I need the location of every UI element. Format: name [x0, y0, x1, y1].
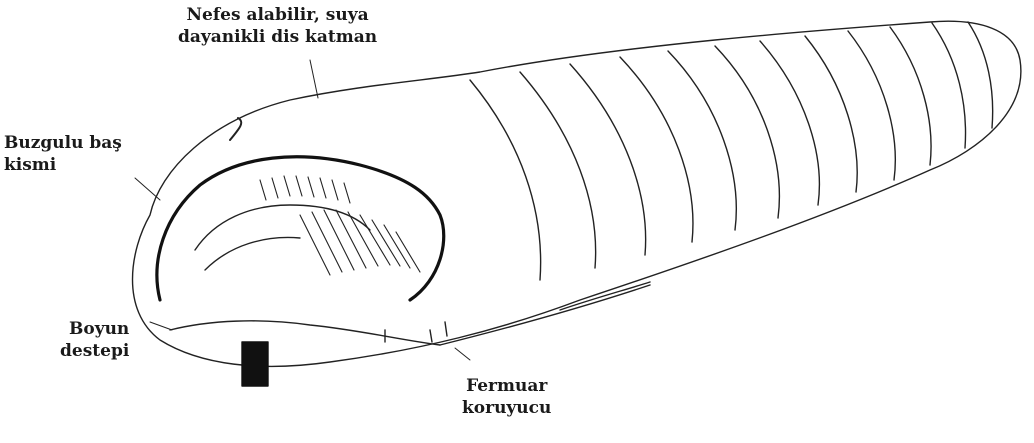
leader-line [150, 322, 172, 330]
hood-opening [157, 157, 444, 300]
neck-baffle-label: Boyun destepi [60, 318, 129, 362]
baffle-line [848, 31, 895, 180]
leader-line [455, 348, 470, 360]
baffle-line [668, 51, 736, 230]
baffle-line [932, 23, 966, 148]
neck-tab [242, 342, 268, 386]
leader-line [310, 60, 318, 98]
inner-hood [195, 205, 370, 250]
outer-shell-label: Nefes alabilir, suya dayanikli dis katma… [178, 4, 377, 48]
baffle-line [570, 64, 646, 255]
baffle-line [968, 22, 993, 128]
zip-baffle-label-line1: Fermuar [462, 375, 551, 397]
interior-hatching [260, 176, 420, 275]
outer-shell-label-line1: Nefes alabilir, suya [178, 4, 377, 26]
hood-label-line1: Buzgulu baş [4, 132, 122, 154]
baffle-line [715, 46, 779, 218]
baffle-line [470, 80, 541, 280]
bag-outline [133, 21, 1021, 366]
zipper [440, 285, 650, 345]
leader-line [135, 178, 160, 200]
baffle-line [805, 36, 857, 192]
baffle-line [520, 72, 596, 268]
neck-baffle [170, 321, 440, 345]
inner-hood [205, 237, 300, 270]
outer-shell-label-line2: dayanikli dis katman [178, 26, 377, 48]
zip-baffle-label-line2: koruyucu [462, 397, 551, 419]
zipper-guard [560, 282, 650, 310]
baffle-line [620, 57, 693, 242]
hood-label-line2: kismi [4, 154, 122, 176]
hood-label: Buzgulu baş kismi [4, 132, 122, 176]
baffle-line [760, 41, 819, 205]
zip-baffle-label: Fermuar koruyucu [462, 375, 551, 419]
baffle-line [890, 27, 931, 165]
neck-baffle-label-line2: destepi [60, 340, 129, 362]
neck-baffle-label-line1: Boyun [60, 318, 129, 340]
